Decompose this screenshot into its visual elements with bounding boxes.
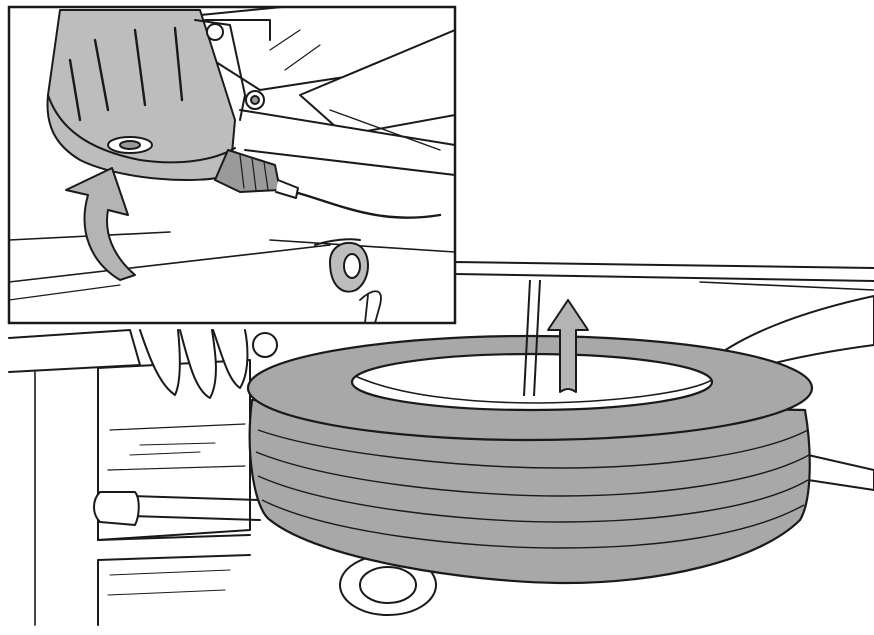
curved-arrow-icon: [65, 167, 136, 281]
lift-cable: [523, 279, 541, 397]
up-arrow-icon: [547, 299, 589, 393]
spare-tire: [246, 334, 814, 585]
detail-inset: [7, 5, 457, 325]
vehicle-underside: [8, 261, 874, 626]
inset-frame: [7, 5, 457, 325]
